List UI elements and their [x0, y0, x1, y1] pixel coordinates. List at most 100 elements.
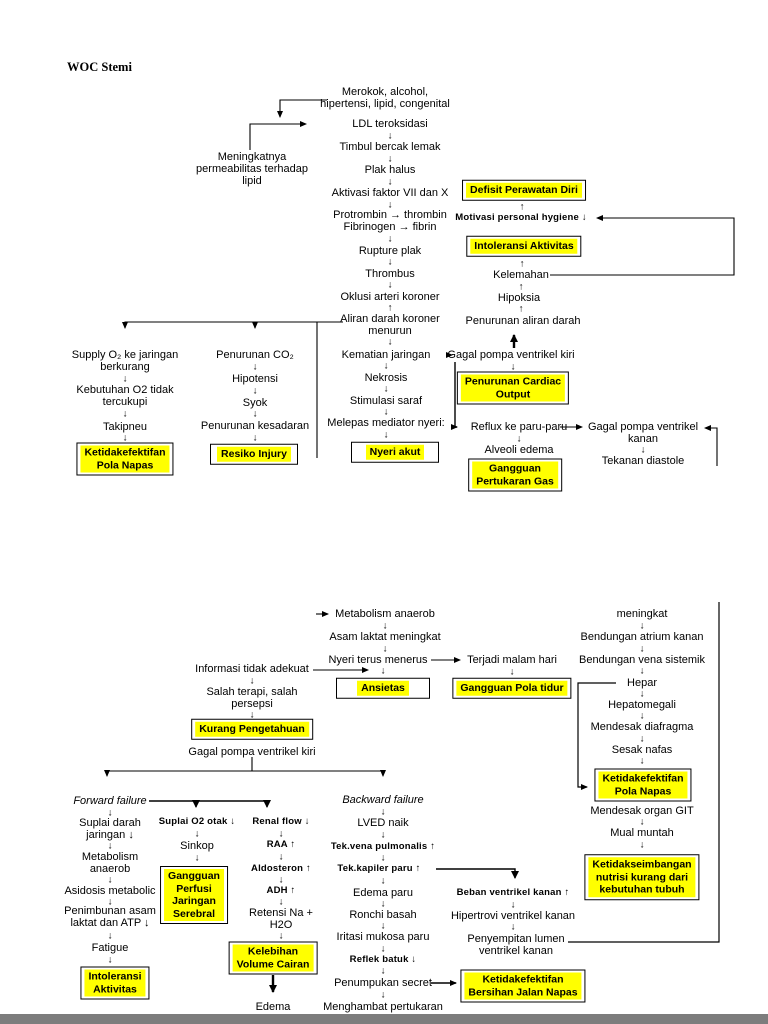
supply-o2-jaringan: Supply O₂ ke jaringan berkurang	[71, 349, 179, 373]
plak-halus: Plak halus	[364, 164, 416, 176]
meningkatnya-permeabilitas: Meningkatnya permeabilitas terhadap lipi…	[196, 151, 308, 187]
penurunan-kesadaran: Penurunan kesadaran	[200, 420, 310, 432]
page-bottom-edge	[0, 1014, 768, 1024]
dx-penurunan-cardiac-label: Penurunan Cardiac Output	[460, 374, 566, 402]
arrow-down: ↓	[380, 852, 386, 864]
suplai-o2-otak: Suplai O2 otak ↓	[158, 816, 236, 827]
dx-nyeri-akut: Nyeri akut	[351, 441, 439, 463]
dx-gangguan-gas-label: Gangguan Pertukaran Gas	[472, 461, 558, 489]
dx-intoleransi-2: Intoleransi Aktivitas	[80, 966, 150, 1000]
gagal-ventrikel-kiri-1: Gagal pompa ventrikel kiri	[447, 349, 575, 361]
tek-vena-pulmonalis: Tek.vena pulmonalis ↑	[330, 841, 436, 852]
arrow-down: ↓	[387, 130, 393, 142]
arrow-down: ↓	[639, 816, 645, 828]
meningkat: meningkat	[616, 608, 668, 620]
arrow-down: ↓	[380, 875, 386, 887]
arrow-down: ↓	[252, 385, 258, 397]
dx-intoleransi-1-label: Intoleransi Aktivitas	[470, 238, 578, 254]
arrow-down: ↓	[387, 199, 393, 211]
arrow-down: ↓	[639, 839, 645, 851]
mual-muntah: Mual muntah	[610, 827, 674, 839]
arrow-down: ↓	[383, 406, 389, 418]
syok: Syok	[242, 397, 268, 409]
arrow-down: ↓	[252, 361, 258, 373]
bendungan-atrium: Bendungan atrium kanan	[580, 631, 704, 643]
dx-gangguan-tidur: Gangguan Pola tidur	[452, 677, 572, 699]
arrow-down: ↓	[639, 710, 645, 722]
dx-nutrisi: Ketidakseimbangan nutrisi kurang dari ke…	[584, 854, 700, 900]
edema: Edema	[255, 1001, 291, 1013]
page-title: WOC Stemi	[67, 60, 132, 74]
arrow-down: ↓	[107, 896, 113, 908]
dx-ansietas: Ansietas	[336, 677, 430, 699]
arrow-down: ↓	[249, 675, 255, 687]
arrow-down: ↓	[387, 256, 393, 268]
arrow-down: ↓	[380, 920, 386, 932]
penyempitan-lumen: Penyempitan lumen ventrikel kanan	[467, 933, 565, 957]
arrow-down: ↓	[380, 989, 386, 1001]
arrow-down: ↓	[380, 665, 386, 677]
terjadi-malam-hari: Terjadi malam hari	[467, 654, 557, 666]
arrow-down: ↓	[249, 709, 255, 721]
backward-failure: Backward failure	[342, 794, 424, 806]
adh: ADH ↑	[266, 885, 296, 896]
arrow-down: ↓	[382, 620, 388, 632]
retensi-na: Retensi Na + H2O	[249, 907, 313, 931]
dx-bersihan-jalan-napas-label: Ketidakefektifan Bersihan Jalan Napas	[464, 972, 582, 1000]
fatigue: Fatigue	[91, 942, 129, 954]
arrow-down: ↓	[387, 279, 393, 291]
lved-naik: LVED naik	[357, 817, 409, 829]
asam-laktat: Asam laktat meningkat	[329, 631, 441, 643]
dx-ansietas-label: Ansietas	[357, 680, 409, 696]
iritasi-mukosa: Iritasi mukosa paru	[336, 931, 430, 943]
arrow-down: ↓	[380, 806, 386, 818]
arrow-down: ↓	[107, 930, 113, 942]
arrow-down: ↓	[640, 444, 646, 456]
arrow-down: ↓	[380, 898, 386, 910]
arrow-up: ↑	[519, 201, 525, 213]
dx-nyeri-akut-label: Nyeri akut	[365, 444, 425, 460]
dx-intoleransi-2-label: Intoleransi Aktivitas	[84, 969, 146, 997]
sesak-nafas: Sesak nafas	[611, 744, 673, 756]
melepas-mediator: Melepas mediator nyeri:	[327, 417, 445, 429]
kelemahan: Kelemahan	[493, 269, 549, 281]
arrow-down: ↓	[510, 921, 516, 933]
dx-gangguan-perfusi-label: Gangguan Perfusi Jaringan Serebral	[164, 869, 224, 921]
dx-gangguan-gas: Gangguan Pertukaran Gas	[468, 458, 562, 492]
arrow-down: ↓	[382, 643, 388, 655]
arrow-up: ↑	[518, 281, 524, 293]
tekanan-diastole: Tekanan diastole	[601, 455, 685, 467]
hepar: Hepar	[627, 677, 657, 689]
suplai-darah-jaringan: Suplai darah jaringan ↓	[79, 817, 141, 841]
dx-pola-napas-1: Ketidakefektifan Pola Napas	[76, 442, 174, 476]
arrow-down: ↓	[107, 807, 113, 819]
arrow-down: ↓	[387, 153, 393, 165]
arrow-down: ↓	[639, 620, 645, 632]
edema-paru: Edema paru	[353, 887, 413, 899]
penumpukan-secret: Penumpukan secret	[334, 977, 432, 989]
arrow-down: ↓	[387, 336, 393, 348]
arrow-down: ↓	[387, 233, 393, 245]
arrow-down: ↓	[639, 665, 645, 677]
arrow-down: ↓	[278, 930, 284, 942]
arrow-down: ↓	[122, 432, 128, 444]
takipneu: Takipneu	[102, 421, 148, 433]
ronchi-basah: Ronchi basah	[349, 909, 417, 921]
timbul-bercak: Timbul bercak lemak	[339, 141, 441, 153]
arrow-down: ↓	[639, 733, 645, 745]
dx-resiko-injury-label: Resiko Injury	[217, 446, 291, 462]
dx-pola-napas-1-label: Ketidakefektifan Pola Napas	[80, 445, 170, 473]
arrow-up: ↑	[518, 303, 524, 315]
arrow-down: ↓	[194, 852, 200, 864]
reflek-batuk: Reflek batuk ↓	[349, 954, 417, 965]
hipotensi: Hipotensi	[232, 373, 278, 385]
bendungan-vena: Bendungan vena sistemik	[579, 654, 705, 666]
arrow-down: ↓	[252, 432, 258, 444]
stimulasi-saraf: Stimulasi saraf	[349, 395, 423, 407]
sinkop: Sinkop	[180, 840, 214, 852]
arrow-down: ↓	[516, 433, 522, 445]
dx-pola-napas-2-label: Ketidakefektifan Pola Napas	[598, 771, 688, 799]
dx-defisit-perawatan: Defisit Perawatan Diri	[462, 179, 586, 201]
arrow-down: ↓	[387, 176, 393, 188]
